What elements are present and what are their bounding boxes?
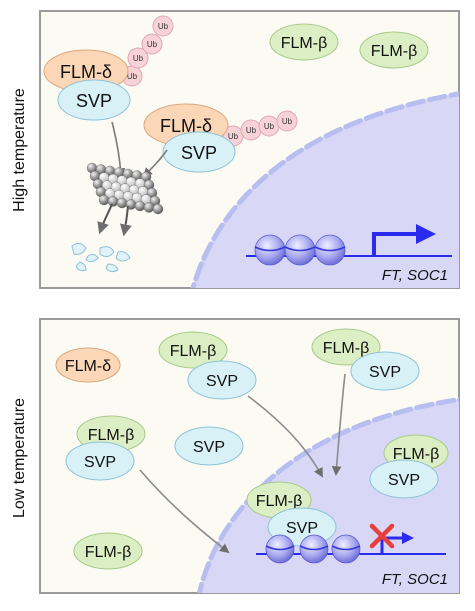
nuclear-import-arrow <box>331 373 346 476</box>
svg-text:FLM-β: FLM-β <box>256 493 303 510</box>
side-label-high-temperature: High temperature <box>11 88 28 212</box>
dna-wrap <box>314 246 346 252</box>
nucleosome-icon <box>254 234 346 266</box>
svp-protein: SVP <box>65 441 135 481</box>
svg-text:FLM-δ: FLM-δ <box>160 116 212 136</box>
proteasome-subunit <box>116 197 128 209</box>
svg-text:Ub: Ub <box>133 54 144 63</box>
svg-text:Ub: Ub <box>228 132 239 141</box>
flm-beta-protein: FLM-β <box>269 23 339 61</box>
svp-protein: SVP <box>162 131 236 173</box>
transcription-arrow-icon <box>372 232 420 256</box>
gene-label: FT, SOC1 <box>382 571 448 588</box>
svg-text:Ub: Ub <box>147 40 158 49</box>
ubiquitin-tag: Ub <box>240 119 262 141</box>
svg-text:SVP: SVP <box>286 520 318 537</box>
svg-text:SVP: SVP <box>84 454 116 471</box>
ubiquitin-chain: Ub Ub Ub Ub <box>121 15 174 87</box>
degradation-arrow <box>97 203 113 235</box>
dna-wrap <box>254 246 286 252</box>
nuclear-envelope <box>197 397 459 593</box>
svg-text:Ub: Ub <box>158 22 169 31</box>
flm-beta-protein: FLM-β <box>158 331 228 369</box>
svp-protein: SVP <box>369 459 439 499</box>
ubiquitin-tag: Ub <box>258 115 280 137</box>
svg-text:Ub: Ub <box>264 122 275 131</box>
flm-beta-protein: FLM-β <box>359 31 429 69</box>
gene-label: FT, SOC1 <box>382 267 448 284</box>
svp-protein: SVP <box>174 426 244 466</box>
proteasome-subunit <box>143 202 155 213</box>
svp-protein: SVP <box>57 79 131 121</box>
svg-text:FLM-β: FLM-β <box>170 343 217 360</box>
proteasome-subunit <box>107 196 119 207</box>
svg-text:SVP: SVP <box>206 373 238 390</box>
ubiquitin-tag: Ub <box>141 33 163 55</box>
degradation-arrow <box>119 205 132 237</box>
ubiquitin-tag: Ub <box>276 110 298 132</box>
svg-text:Ub: Ub <box>282 117 293 126</box>
svg-text:SVP: SVP <box>369 364 401 381</box>
proteasome-subunit <box>98 194 110 206</box>
dna-wrap <box>299 545 329 551</box>
proteasome-subunit <box>152 203 164 215</box>
ubiquitin-tag: Ub <box>127 47 149 69</box>
dna-wrap <box>265 545 295 551</box>
svg-text:SVP: SVP <box>76 91 112 111</box>
svg-text:SVP: SVP <box>388 472 420 489</box>
svg-text:FLM-β: FLM-β <box>393 446 440 463</box>
dna-wrap <box>284 246 316 252</box>
panel-high-temperature: High temperature FLM-β FLM-β Ub Ub Ub Ub… <box>11 10 460 289</box>
proteasome-icon <box>86 162 164 215</box>
svg-text:FLM-β: FLM-β <box>281 35 328 52</box>
side-label-low-temperature: Low temperature <box>11 398 28 518</box>
red-x-icon <box>369 523 395 549</box>
svg-text:SVP: SVP <box>181 143 217 163</box>
flm-delta-protein: FLM-δ <box>55 347 121 383</box>
proteasome-subunit <box>134 200 146 212</box>
transcription-arrow-head <box>416 224 436 244</box>
nuclear-import-arrow <box>139 469 230 554</box>
nucleosome-icon <box>265 534 361 564</box>
svg-text:FLM-δ: FLM-δ <box>60 62 112 82</box>
nuclear-import-arrow <box>247 395 323 478</box>
svg-text:FLM-β: FLM-β <box>323 340 370 357</box>
svg-text:Ub: Ub <box>246 126 257 135</box>
degraded-fragments-icon <box>71 242 131 273</box>
nuclear-envelope <box>190 91 459 288</box>
svg-text:FLM-β: FLM-β <box>88 427 135 444</box>
svp-protein: SVP <box>350 351 420 391</box>
panel-low-temperature: Low temperature FLM-δ FLM-β SVP FLM-β SV… <box>11 318 460 594</box>
dna-wrap <box>331 545 361 551</box>
svp-protein: SVP <box>187 360 257 400</box>
svg-text:Ub: Ub <box>127 72 138 81</box>
ubiquitin-tag: Ub <box>152 15 174 37</box>
svg-text:FLM-β: FLM-β <box>371 43 418 60</box>
svg-text:SVP: SVP <box>193 439 225 456</box>
svg-text:FLM-β: FLM-β <box>85 544 132 561</box>
flm-beta-protein: FLM-β <box>73 532 143 570</box>
svg-text:FLM-δ: FLM-δ <box>65 358 111 375</box>
transcription-arrow-head <box>402 532 414 544</box>
